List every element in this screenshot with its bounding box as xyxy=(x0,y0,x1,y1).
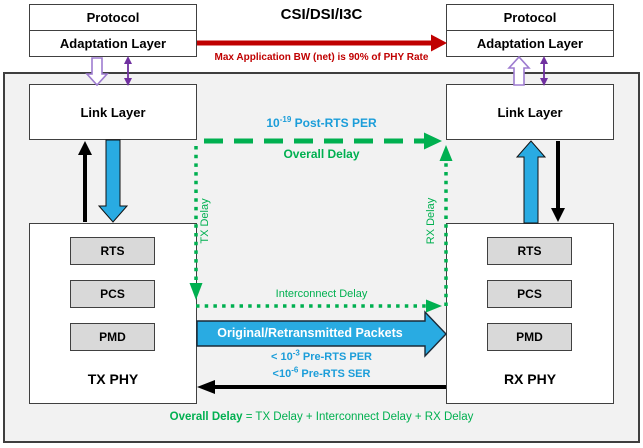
pre-rts-ser-rest: Pre-RTS SER xyxy=(298,368,371,380)
pre-rts-per-rest: Pre-RTS PER xyxy=(299,351,372,363)
post-rts-exp: -19 xyxy=(279,115,292,124)
pre-rts-per-note: < 10-3 Pre-RTS PER xyxy=(197,348,446,363)
rx-adaptation-box: Adaptation Layer xyxy=(447,31,613,56)
formula-rhs: = TX Delay + Interconnect Delay + RX Del… xyxy=(242,411,474,423)
rx-pmd-label: PMD xyxy=(516,330,543,344)
post-rts-per-note: 10-19 Post-RTS PER xyxy=(197,115,446,131)
rx-adaptation-label: Adaptation Layer xyxy=(476,36,584,51)
rx-pcs-label: PCS xyxy=(517,287,542,301)
tx-link-layer-label: Link Layer xyxy=(80,104,146,120)
tx-protocol-stack: Protocol Adaptation Layer xyxy=(29,4,197,57)
rx-protocol-label: Protocol xyxy=(503,10,557,25)
rx-delay-note: RX Delay xyxy=(425,197,437,245)
packets-arrow-label: Original/Retransmitted Packets xyxy=(217,326,403,340)
overall-delay-formula: Overall Delay = TX Delay + Interconnect … xyxy=(3,411,640,423)
tx-rts-label: RTS xyxy=(100,244,125,258)
rx-protocol-stack: Protocol Adaptation Layer xyxy=(446,4,614,57)
formula-lhs: Overall Delay xyxy=(169,411,243,423)
rx-rts-block: RTS xyxy=(487,237,572,265)
rx-pmd-block: PMD xyxy=(487,323,572,351)
bus-title: CSI/DSI/I3C xyxy=(280,6,363,23)
tx-phy-label: TX PHY xyxy=(87,371,139,387)
rx-link-layer-label: Link Layer xyxy=(497,104,563,120)
bandwidth-note: Max Application BW (net) is 90% of PHY R… xyxy=(214,52,429,63)
tx-pmd-label: PMD xyxy=(99,330,126,344)
pre-rts-per-exp: -3 xyxy=(292,348,300,358)
tx-pmd-block: PMD xyxy=(70,323,155,351)
tx-adaptation-box: Adaptation Layer xyxy=(30,31,196,56)
pre-rts-ser-base: <10 xyxy=(272,368,292,380)
tx-rts-block: RTS xyxy=(70,237,155,265)
post-rts-base: 10 xyxy=(266,116,280,130)
tx-protocol-label: Protocol xyxy=(86,10,140,25)
red-bandwidth-arrow-icon xyxy=(197,34,447,52)
pre-rts-per-base: < 10 xyxy=(271,351,293,363)
rx-link-layer-box: Link Layer xyxy=(446,84,614,140)
post-rts-rest: Post-RTS PER xyxy=(291,116,377,130)
interconnect-delay-note: Interconnect Delay xyxy=(275,288,368,300)
tx-adaptation-label: Adaptation Layer xyxy=(59,36,167,51)
tx-protocol-box: Protocol xyxy=(30,5,196,31)
pre-rts-ser-exp: -6 xyxy=(291,365,299,375)
overall-delay-note: Overall Delay xyxy=(283,147,360,161)
rx-pcs-block: PCS xyxy=(487,280,572,308)
pre-rts-ser-note: <10-6 Pre-RTS SER xyxy=(197,365,446,380)
rx-rts-label: RTS xyxy=(517,244,542,258)
rx-protocol-box: Protocol xyxy=(447,5,613,31)
rx-phy-label: RX PHY xyxy=(503,371,557,387)
tx-link-layer-box: Link Layer xyxy=(29,84,197,140)
tx-pcs-block: PCS xyxy=(70,280,155,308)
tx-pcs-label: PCS xyxy=(100,287,125,301)
tx-delay-note: TX Delay xyxy=(199,198,211,244)
